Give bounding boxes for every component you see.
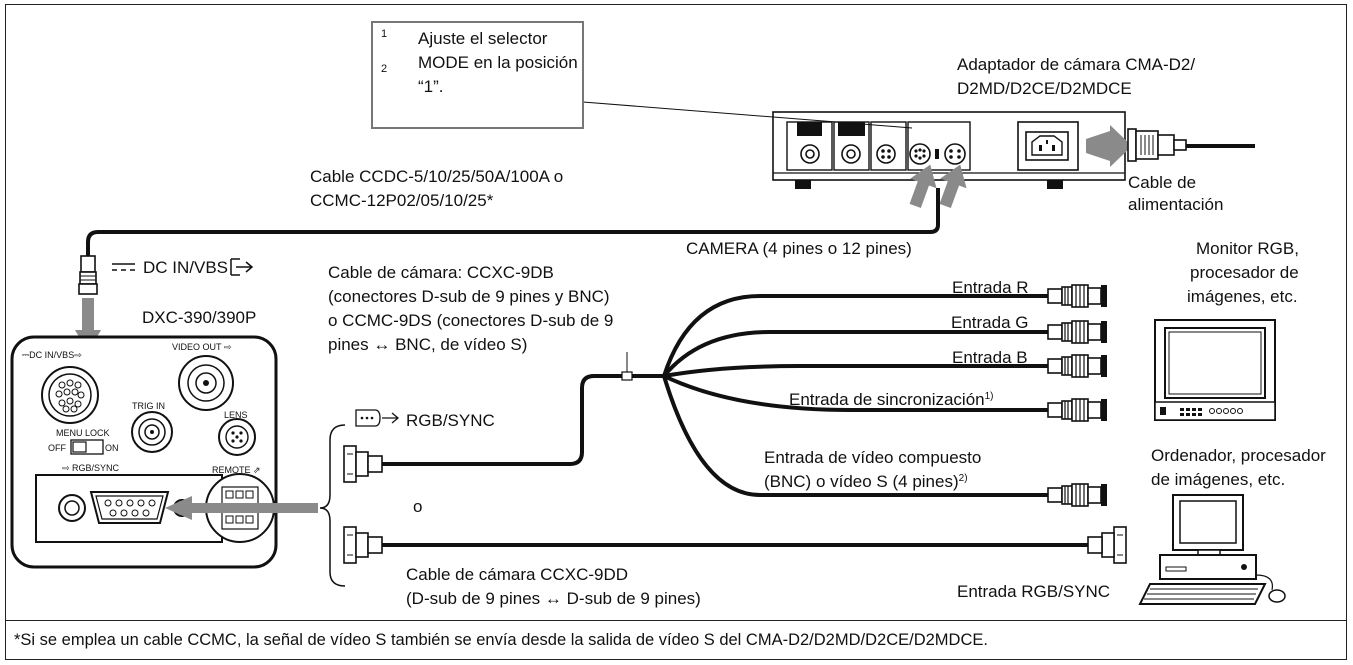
cable-9dd-label-line-2: (D-sub de 9 pines ↔ D-sub de 9 pines) <box>406 589 701 608</box>
mode-note-box <box>371 21 584 129</box>
panel-video-out-label: VIDEO OUT ⇨ <box>172 342 232 352</box>
rgb-sync-arrow <box>165 496 318 520</box>
cable-9dd-label-line-1: Cable de cámara CCXC-9DD <box>406 565 629 584</box>
panel-trig-in-label: TRIG IN <box>132 401 165 411</box>
computer-label-line-1: Ordenador, procesador <box>1151 446 1326 465</box>
panel-on-label: ON <box>105 443 119 453</box>
power-cable-label-line-1: Cable de <box>1128 173 1197 192</box>
monitor-label-line-2: procesador de <box>1190 263 1299 282</box>
cable-9db-label-line-1: Cable de cámara: CCXC-9DB <box>328 263 554 282</box>
ccdc-cable <box>86 188 940 256</box>
dsub-connector-upper <box>343 445 383 483</box>
bnc-connector-composite <box>1047 483 1108 507</box>
ccdc-plug <box>78 255 98 295</box>
adapter-label-line-2: D2MD/D2CE/D2MDCE <box>957 79 1132 98</box>
bnc-connector-b <box>1047 354 1108 378</box>
panel-remote-label: REMOTE ⇗ <box>212 465 261 475</box>
mode-note-line-1: Ajuste el selector <box>418 29 548 48</box>
adapter-input-arrows <box>909 164 967 209</box>
cable-splitter <box>621 371 633 381</box>
input-sync-label: Entrada de sincronización1) <box>789 389 994 410</box>
computer-label-line-2: de imágenes, etc. <box>1151 470 1286 489</box>
ccdc-cable-label-line-2: CCMC-12P02/05/10/25* <box>310 191 494 210</box>
cable-9db-label-line-4: pines ↔ BNC, de vídeo S) <box>328 335 528 354</box>
input-composite-note: 2) <box>958 473 968 484</box>
input-g-label: Entrada G <box>951 313 1029 332</box>
panel-off-label: OFF <box>48 443 66 453</box>
dc-in-symbol <box>112 258 254 276</box>
cable-9db-label-line-3: o CCMC-9DS (conectores D-sub de 9 <box>328 311 614 330</box>
or-label: o <box>413 497 423 516</box>
monitor-label-line-1: Monitor RGB, <box>1196 239 1299 258</box>
switch-label-2: 2 <box>381 63 388 75</box>
input-composite-text: (BNC) o vídeo S (4 pines) <box>764 472 959 491</box>
mode-note-leader <box>582 101 913 129</box>
diagram-frame <box>5 4 1347 660</box>
camera-model-label: DXC-390/390P <box>142 308 257 327</box>
bnc-connector-sync <box>1047 398 1108 422</box>
input-sync-note: 1) <box>984 391 994 402</box>
ccdc-cable-label-line-1: Cable CCDC-5/10/25/50A/100A o <box>310 167 564 186</box>
footnote: *Si se emplea un cable CCMC, la señal de… <box>14 631 988 649</box>
panel-rgb-sync-label: ⇨ RGB/SYNC <box>62 463 120 473</box>
monitor-icon <box>1154 319 1276 421</box>
power-cable-label-line-2: alimentación <box>1128 195 1224 214</box>
monitor-label-line-3: imágenes, etc. <box>1187 287 1298 306</box>
camera-connector-label: CAMERA (4 pines o 12 pines) <box>686 239 912 258</box>
dsub-connector-lower <box>343 526 383 564</box>
fanout-cables <box>662 294 1050 497</box>
input-sync-text: Entrada de sincronización <box>789 390 985 409</box>
panel-menu-lock-label: MENU LOCK <box>56 428 110 438</box>
cable-9db-label-line-2: (conectores D-sub de 9 pines y BNC) <box>328 287 610 306</box>
mode-note-line-2: MODE en la posición <box>418 53 578 72</box>
dc-in-label: DC IN/VBS <box>143 258 229 277</box>
adapter-label-line-1: Adaptador de cámara CMA-D2/ <box>957 55 1196 74</box>
input-b-label: Entrada B <box>952 348 1028 367</box>
camera-cable-9db <box>382 374 664 466</box>
footnote-divider <box>5 620 1347 621</box>
mode-note-line-3: “1”. <box>418 77 444 96</box>
bnc-connector-r <box>1047 284 1108 308</box>
input-composite-line-1: Entrada de vídeo compuesto <box>764 448 982 467</box>
rgb-sync-input-label: Entrada RGB/SYNC <box>957 582 1111 601</box>
input-composite-line-2: (BNC) o vídeo S (4 pines)2) <box>764 471 968 492</box>
power-plug <box>1086 125 1255 167</box>
dsub-connector-computer <box>1087 526 1127 564</box>
panel-lens-label: LENS <box>224 410 248 420</box>
options-brace <box>319 424 346 587</box>
switch-label-1: 1 <box>381 28 388 40</box>
rgb-sync-icon <box>355 409 400 427</box>
input-r-label: Entrada R <box>952 278 1029 297</box>
panel-dc-label: ⎓DC IN/VBS⇨ <box>22 350 82 360</box>
rgb-sync-label: RGB/SYNC <box>406 411 495 430</box>
computer-icon <box>1138 494 1286 605</box>
bnc-connector-g <box>1047 320 1108 344</box>
